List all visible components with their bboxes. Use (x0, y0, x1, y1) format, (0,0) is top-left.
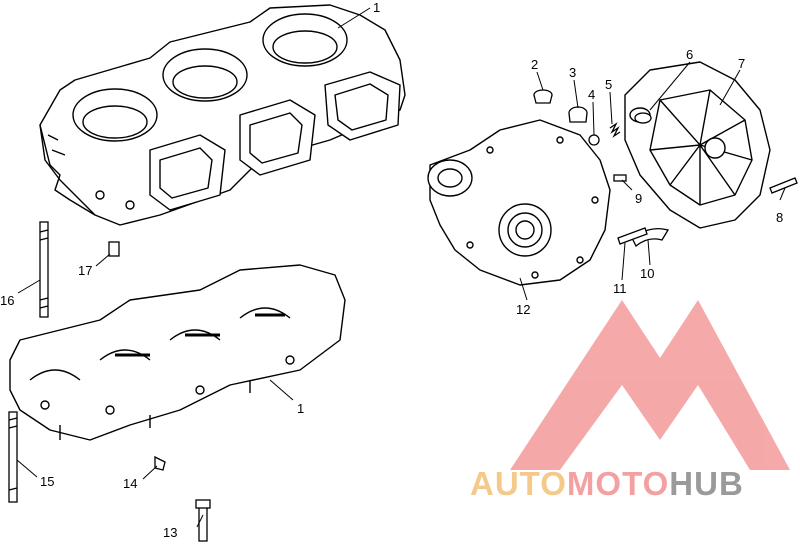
watermark-text: AUTOMOTOHUB (470, 465, 744, 502)
seal-6 (634, 112, 652, 124)
callout-labels: 1 2 3 4 5 6 7 8 9 10 11 12 1 13 14 15 16… (0, 0, 783, 540)
callout-11: 11 (613, 281, 627, 296)
watermark-moto: MOTO (567, 465, 669, 502)
dowel-17 (108, 241, 120, 257)
callout-2: 2 (531, 57, 538, 72)
callout-15: 15 (40, 474, 54, 489)
callout-9: 9 (635, 191, 642, 206)
callout-16: 16 (0, 293, 14, 308)
watermark-logo-shape (510, 300, 790, 470)
callout-7: 7 (738, 56, 745, 71)
callout-4: 4 (588, 87, 595, 102)
watermark-hub: HUB (669, 465, 744, 502)
mag-cover (624, 61, 771, 229)
mag-housing (427, 119, 611, 286)
watermark-logo-cutout (585, 415, 660, 470)
upper-crankcase (39, 4, 406, 226)
lower-crankcase (9, 264, 346, 441)
bolt-11 (617, 227, 648, 245)
callout-3: 3 (569, 65, 576, 80)
callout-5: 5 (605, 77, 612, 92)
stud-15 (8, 411, 18, 503)
spring-5 (609, 122, 621, 138)
washer-4 (588, 134, 600, 146)
watermark-auto: AUTO (470, 465, 567, 502)
pin-9 (613, 174, 627, 182)
stud-16 (39, 221, 49, 318)
bolt-8 (769, 177, 798, 194)
callout-1-lower: 1 (297, 401, 304, 416)
callout-12: 12 (516, 302, 530, 317)
cap-3 (568, 106, 588, 123)
callout-10: 10 (640, 266, 654, 281)
callout-14: 14 (123, 476, 137, 491)
leader-lines (16, 7, 786, 528)
callout-8: 8 (776, 210, 783, 225)
plug-2 (533, 89, 553, 104)
callout-17: 17 (78, 263, 92, 278)
callout-6: 6 (686, 47, 693, 62)
svg-text:AUTOMOTOHUB: AUTOMOTOHUB (470, 465, 744, 502)
callout-13: 13 (163, 525, 177, 540)
callout-1-upper: 1 (373, 0, 380, 15)
clip-14 (154, 455, 166, 471)
bolt-13 (195, 499, 211, 542)
watermark-logo (510, 300, 790, 470)
